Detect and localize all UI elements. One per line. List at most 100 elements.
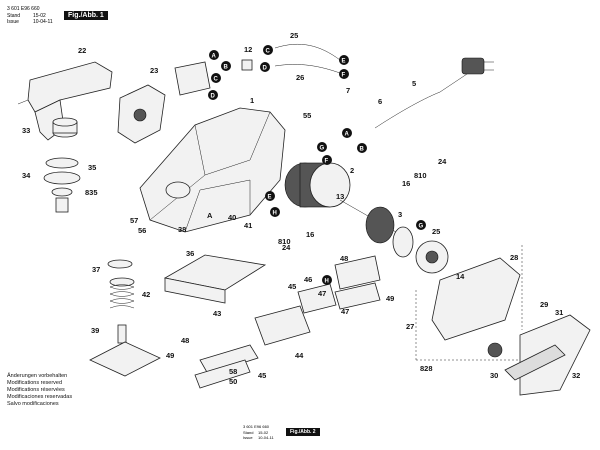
part-label: A <box>207 211 213 220</box>
svg-text:C: C <box>266 49 271 55</box>
svg-text:H: H <box>273 211 277 217</box>
part-label: 38 <box>178 225 186 234</box>
part-label: 14 <box>456 272 465 281</box>
callouts: A B C D C D E F A B G F E H G H <box>208 45 426 285</box>
part-label: 24 <box>282 243 291 252</box>
disclaimer-line: Änderungen vorbehalten <box>7 372 67 379</box>
part-cables <box>274 43 341 74</box>
disclaimer-line: Modificaciones reservadas <box>7 394 72 400</box>
part-label: 2 <box>350 166 354 175</box>
part-label: 828 <box>420 364 433 373</box>
part-label: 810 <box>414 171 427 180</box>
callout-B: B <box>221 61 231 71</box>
svg-text:G: G <box>419 224 424 230</box>
callout-E: E <box>265 191 275 201</box>
part-46-block <box>334 255 381 310</box>
svg-text:B: B <box>360 147 365 153</box>
stand-value: 15-02 <box>33 13 46 19</box>
part-label: 810 <box>278 237 291 246</box>
callout-F: F <box>339 69 349 79</box>
callout-H: H <box>322 275 332 285</box>
part-label: 47 <box>341 307 349 316</box>
part-base-42 <box>163 254 267 304</box>
part-label: 34 <box>22 171 31 180</box>
callout-C: C <box>263 45 273 55</box>
callout-F: F <box>322 155 332 165</box>
part-label: 55 <box>303 111 311 120</box>
svg-text:A: A <box>345 132 350 138</box>
part-label: 24 <box>438 157 447 166</box>
part-label: 37 <box>92 265 100 274</box>
figure-label: Fig./Abb. 1 <box>64 11 108 20</box>
svg-text:A: A <box>212 54 217 60</box>
part-cover-23 <box>117 84 166 144</box>
part-blade-45 <box>297 283 337 314</box>
footer-stand-label: Stand <box>243 430 254 435</box>
part-label: 29 <box>540 300 548 309</box>
leader-lines <box>415 245 523 361</box>
part-label: 1 <box>250 96 254 105</box>
part-cover-31 <box>504 314 591 396</box>
footer-figure-label: Fig./Abb. 2 <box>286 428 320 436</box>
part-label: 31 <box>555 308 563 317</box>
part-label: 16 <box>306 230 314 239</box>
part-label: 39 <box>91 326 99 335</box>
part-label: 41 <box>244 221 252 230</box>
part-label: 22 <box>78 46 86 55</box>
part-label: 835 <box>85 188 98 197</box>
svg-text:C: C <box>214 77 219 83</box>
callout-A: A <box>342 128 352 138</box>
part-label: 50 <box>229 377 237 386</box>
stand-label: Stand <box>7 13 21 19</box>
part-label: 48 <box>340 254 348 263</box>
part-label: 27 <box>406 322 414 331</box>
part-housing-1 <box>139 107 286 233</box>
svg-text:E: E <box>268 195 272 201</box>
disclaimer-block: Änderungen vorbehalten Modifications res… <box>7 372 72 407</box>
disclaimer-line: Modifications reserved <box>7 380 62 386</box>
part-label: 16 <box>402 179 410 188</box>
part-label: 26 <box>296 73 304 82</box>
part-label: 12 <box>244 45 252 54</box>
part-label: 44 <box>295 351 304 360</box>
callout-G: G <box>416 220 426 230</box>
part-label: 46 <box>304 275 312 284</box>
svg-text:F: F <box>325 159 329 165</box>
callout-C: C <box>211 73 221 83</box>
part-label: 45 <box>258 371 266 380</box>
part-label: 56 <box>138 226 146 235</box>
part-label: 43 <box>213 309 221 318</box>
part-label: 30 <box>490 371 498 380</box>
svg-text:H: H <box>325 279 329 285</box>
part-label: 25 <box>290 31 298 40</box>
part-label: 45 <box>288 282 296 291</box>
part-label: 48 <box>181 336 189 345</box>
part-pulley-30 <box>487 342 503 358</box>
part-label: 32 <box>572 371 580 380</box>
part-label: 49 <box>166 351 174 360</box>
part-knob-33 <box>52 117 78 138</box>
callout-G: G <box>317 142 327 152</box>
part-label: 7 <box>346 86 350 95</box>
part-label: 58 <box>229 367 237 376</box>
part-motor <box>284 162 414 258</box>
footer-issue-label: Issue <box>243 435 253 440</box>
part-label: 13 <box>336 192 344 201</box>
part-label: 36 <box>186 249 194 258</box>
part-label: 47 <box>318 289 326 298</box>
part-label: 33 <box>22 126 30 135</box>
part-fan <box>415 240 449 274</box>
part-labels: 22 23 12 26 25 1 5 33 35 34 835 55 2 6 7… <box>22 31 580 386</box>
part-12 <box>241 59 253 71</box>
svg-text:G: G <box>320 146 325 152</box>
part-label: 25 <box>432 227 440 236</box>
part-label: 40 <box>228 213 236 222</box>
part-belt-cover-28 <box>431 257 521 341</box>
part-label: 28 <box>510 253 518 262</box>
issue-label: Issue <box>7 19 19 25</box>
callout-H: H <box>270 207 280 217</box>
disclaimer-line: Salvo modificaciones <box>7 401 59 407</box>
part-label: 5 <box>412 79 416 88</box>
callout-E: E <box>339 55 349 65</box>
